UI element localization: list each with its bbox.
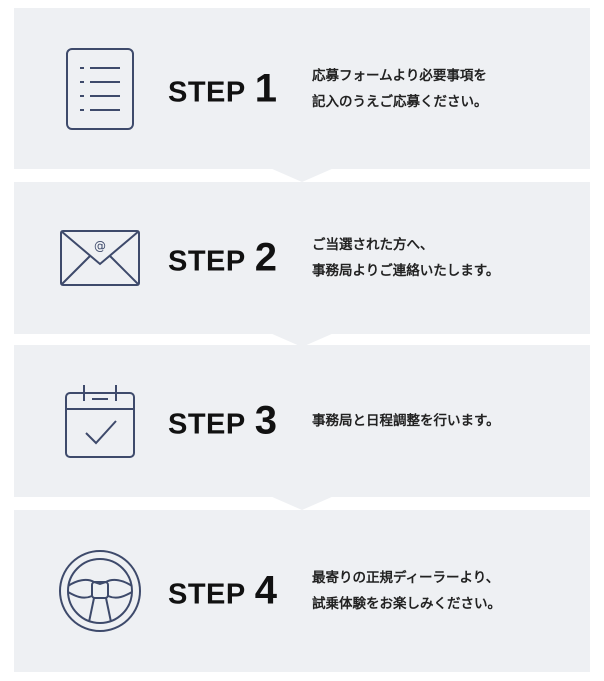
step-description-line: 記入のうえご応募ください。 bbox=[312, 93, 488, 110]
step-connector-arrow bbox=[270, 168, 334, 182]
envelope-at-icon: @ bbox=[56, 214, 144, 302]
step-description-line: 応募フォームより必要事項を bbox=[312, 67, 487, 84]
step-description-4: 最寄りの正規ディーラーより、 試乗体験をお楽しみください。 bbox=[312, 565, 572, 617]
step-description-line: 事務局と日程調整を行います。 bbox=[312, 413, 500, 429]
step-number: 4 bbox=[254, 568, 277, 613]
step-description-3: 事務局と日程調整を行います。 bbox=[312, 408, 572, 434]
step-label: STEP bbox=[168, 76, 246, 108]
step-label: STEP bbox=[168, 578, 246, 611]
step-number: 2 bbox=[254, 235, 277, 280]
step-label: STEP bbox=[168, 408, 246, 441]
step-description-1: 応募フォームより必要事項を 記入のうえご応募ください。 bbox=[312, 63, 572, 115]
step-card-1: STEP 1 応募フォームより必要事項を 記入のうえご応募ください。 bbox=[14, 8, 590, 182]
document-list-icon bbox=[56, 45, 144, 133]
step-heading-2: STEP 2 bbox=[168, 236, 277, 281]
step-description-line: 試乗体験をお楽しみください。 bbox=[312, 596, 501, 612]
step-description-2: ご当選された方へ、 事務局よりご連絡いたします。 bbox=[312, 232, 572, 284]
step-connector-arrow bbox=[270, 333, 334, 347]
step-description-line: 事務局よりご連絡いたします。 bbox=[312, 263, 500, 279]
step-number: 3 bbox=[254, 398, 277, 443]
step-description-line: ご当選された方へ、 bbox=[312, 237, 434, 253]
step-heading-4: STEP 4 bbox=[168, 569, 277, 614]
step-card-2: @ STEP 2 ご当選された方へ、 事務局よりご連絡いたします。 bbox=[14, 182, 590, 347]
step-heading-1: STEP 1 bbox=[168, 66, 277, 111]
step-number: 1 bbox=[254, 66, 277, 110]
step-label: STEP bbox=[168, 245, 246, 278]
calendar-check-icon bbox=[56, 377, 144, 465]
step-card-3: STEP 3 事務局と日程調整を行います。 bbox=[14, 345, 590, 510]
step-heading-3: STEP 3 bbox=[168, 399, 277, 444]
steering-wheel-icon bbox=[56, 547, 144, 635]
step-card-4: STEP 4 最寄りの正規ディーラーより、 試乗体験をお楽しみください。 bbox=[14, 510, 590, 672]
svg-text:@: @ bbox=[94, 239, 106, 253]
step-description-line: 最寄りの正規ディーラーより、 bbox=[312, 570, 500, 586]
step-connector-arrow bbox=[270, 496, 334, 510]
